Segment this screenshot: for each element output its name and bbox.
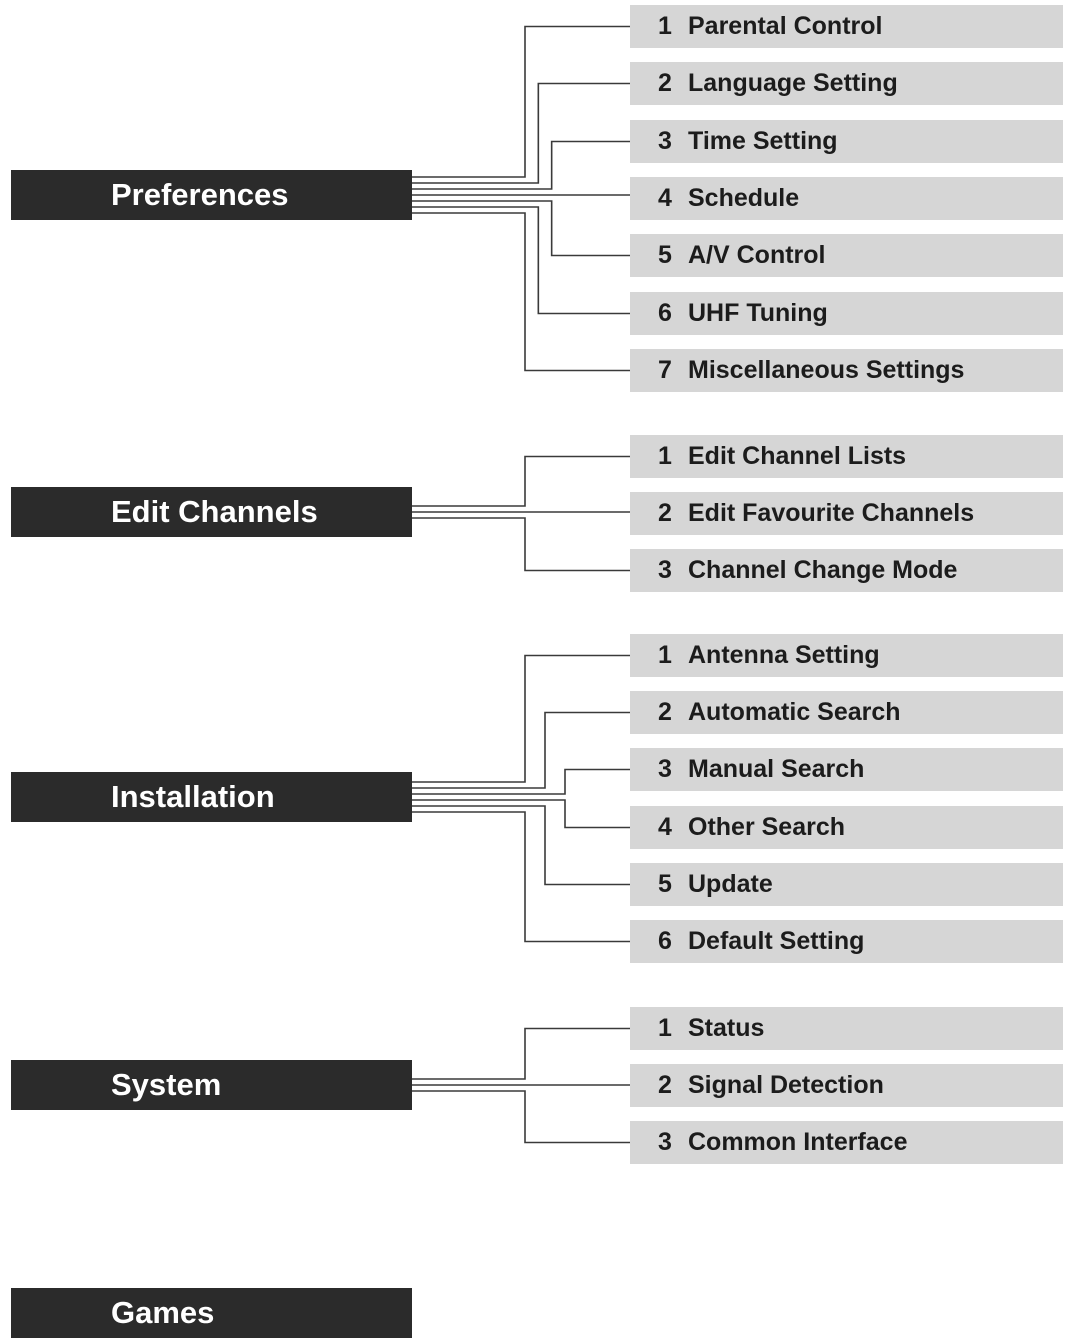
menu-item-label: Common Interface (688, 1128, 908, 1156)
connector-line (412, 711, 630, 789)
menu-item-number: 6 (658, 927, 672, 955)
menu-header-label: Preferences (111, 177, 289, 212)
menu-item-label: Parental Control (688, 12, 883, 40)
menu-item-label: Other Search (688, 813, 846, 841)
menu-item-label: Signal Detection (688, 1071, 884, 1099)
menu-item-edit-channel-lists[interactable]: 1 Edit Channel Lists (630, 435, 1063, 478)
menu-header-system[interactable]: System (11, 1060, 412, 1110)
menu-header-label: Games (111, 1295, 215, 1330)
connector-line (412, 140, 630, 190)
menu-item-number: 2 (658, 499, 672, 527)
menu-item-label: Antenna Setting (688, 641, 880, 669)
menu-item-manual-search[interactable]: 3 Manual Search (630, 748, 1063, 791)
menu-header-label: Installation (111, 779, 275, 814)
menu-header-label: Edit Channels (111, 494, 318, 529)
connector-line (412, 654, 630, 783)
menu-item-label: Schedule (688, 184, 800, 212)
menu-item-common-interface[interactable]: 3 Common Interface (630, 1121, 1063, 1164)
menu-item-schedule[interactable]: 4 Schedule (630, 177, 1063, 220)
menu-header-games[interactable]: Games (11, 1288, 412, 1338)
menu-item-number: 3 (658, 556, 672, 584)
menu-item-number: 7 (658, 356, 672, 384)
menu-item-label: UHF Tuning (688, 299, 828, 327)
menu-item-signal-detection[interactable]: 2 Signal Detection (630, 1064, 1063, 1107)
menu-item-number: 1 (658, 1014, 672, 1042)
menu-item-number: 3 (658, 755, 672, 783)
menu-item-av-control[interactable]: 5 A/V Control (630, 234, 1063, 277)
menu-item-language-setting[interactable]: 2 Language Setting (630, 62, 1063, 105)
connector-line (412, 212, 630, 372)
menu-item-uhf-tuning[interactable]: 6 UHF Tuning (630, 292, 1063, 335)
connector-line (412, 82, 630, 184)
menu-header-preferences[interactable]: Preferences (11, 170, 412, 220)
menu-item-default-setting[interactable]: 6 Default Setting (630, 920, 1063, 963)
menu-item-label: Default Setting (688, 927, 865, 955)
menu-item-label: Edit Channel Lists (688, 442, 907, 470)
menu-item-number: 4 (658, 184, 672, 212)
menu-item-time-setting[interactable]: 3 Time Setting (630, 120, 1063, 163)
connector-line (412, 200, 630, 257)
menu-header-label: System (111, 1067, 222, 1102)
menu-item-label: Update (688, 870, 773, 898)
connector-line (412, 799, 630, 829)
menu-item-number: 2 (658, 698, 672, 726)
connector-line (412, 805, 630, 886)
connector-line (412, 1090, 630, 1144)
menu-item-label: Language Setting (688, 69, 898, 97)
connector-line (412, 25, 630, 178)
menu-item-number: 1 (658, 442, 672, 470)
menu-item-number: 3 (658, 127, 672, 155)
menu-item-antenna-setting[interactable]: 1 Antenna Setting (630, 634, 1063, 677)
menu-item-label: Status (688, 1014, 765, 1042)
menu-item-label: Time Setting (688, 127, 838, 155)
menu-item-number: 5 (658, 870, 672, 898)
menu-item-number: 3 (658, 1128, 672, 1156)
connector-line (412, 1027, 630, 1080)
menu-item-label: Miscellaneous Settings (688, 356, 965, 384)
menu-header-installation[interactable]: Installation (11, 772, 412, 822)
menu-item-update[interactable]: 5 Update (630, 863, 1063, 906)
menu-header-edit-channels[interactable]: Edit Channels (11, 487, 412, 537)
menu-item-number: 1 (658, 641, 672, 669)
menu-item-number: 1 (658, 12, 672, 40)
menu-item-miscellaneous-settings[interactable]: 7 Miscellaneous Settings (630, 349, 1063, 392)
menu-item-label: A/V Control (688, 241, 826, 269)
menu-item-status[interactable]: 1 Status (630, 1007, 1063, 1050)
menu-item-label: Edit Favourite Channels (688, 499, 975, 527)
connector-line (412, 206, 630, 315)
connector-line (412, 811, 630, 943)
menu-item-number: 4 (658, 813, 672, 841)
menu-item-automatic-search[interactable]: 2 Automatic Search (630, 691, 1063, 734)
connector-line (412, 768, 630, 795)
menu-item-parental-control[interactable]: 1 Parental Control (630, 5, 1063, 48)
menu-item-label: Manual Search (688, 755, 865, 783)
menu-item-number: 2 (658, 69, 672, 97)
menu-item-number: 5 (658, 241, 672, 269)
menu-item-edit-favourite-channels[interactable]: 2 Edit Favourite Channels (630, 492, 1063, 535)
menu-item-label: Channel Change Mode (688, 556, 958, 584)
menu-item-number: 6 (658, 299, 672, 327)
menu-item-channel-change-mode[interactable]: 3 Channel Change Mode (630, 549, 1063, 592)
menu-item-number: 2 (658, 1071, 672, 1099)
menu-item-label: Automatic Search (688, 698, 901, 726)
connector-line (412, 517, 630, 572)
connector-line (412, 455, 630, 507)
menu-item-other-search[interactable]: 4 Other Search (630, 806, 1063, 849)
